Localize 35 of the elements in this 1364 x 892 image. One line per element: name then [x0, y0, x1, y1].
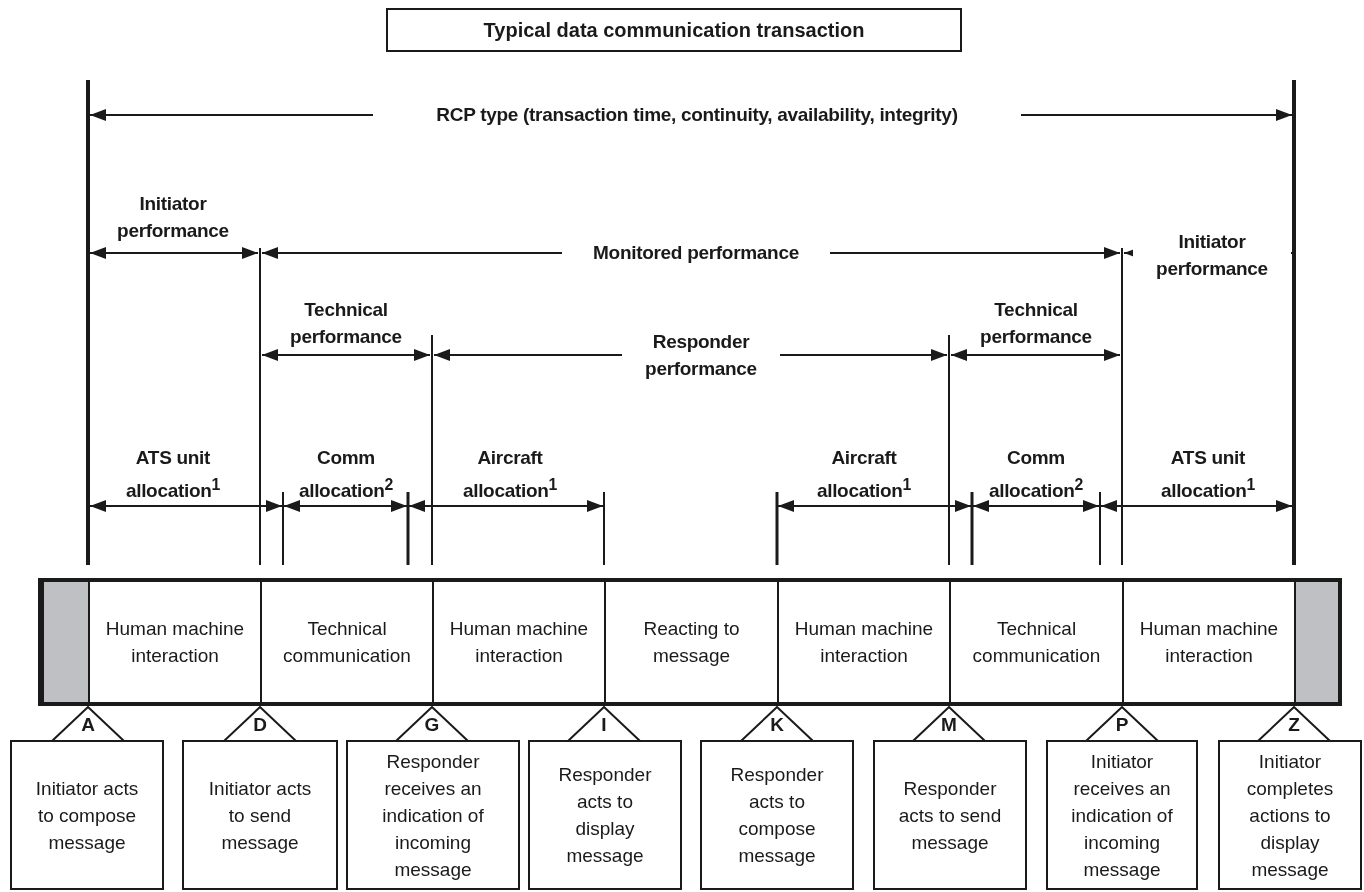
dimension-label: Aircraft allocation$^{1}$ — [815, 446, 913, 504]
phase-cell: Human machine interaction — [88, 582, 260, 702]
phase-cell: Technical communication — [260, 582, 432, 702]
event-box: Responder acts to send message — [873, 740, 1027, 890]
event-letter: D — [252, 714, 268, 736]
phase-cell: Reacting to message — [604, 582, 777, 702]
dimension-label: Technical performance — [979, 298, 1093, 349]
shaded-block — [1294, 582, 1338, 702]
event-letter: A — [80, 714, 96, 736]
dimension-label: Aircraft allocation$^{1}$ — [461, 446, 559, 504]
event-letter: I — [600, 714, 608, 736]
phase-cell: Human machine interaction — [777, 582, 949, 702]
dimension-label: Technical performance — [289, 298, 403, 349]
event-box: Initiator acts to compose message — [10, 740, 164, 890]
event-letter: K — [769, 714, 785, 736]
shaded-block — [42, 582, 88, 702]
title-box: Typical data communication transaction — [386, 8, 962, 52]
phase-cell: Human machine interaction — [432, 582, 604, 702]
event-letter: Z — [1287, 714, 1301, 736]
event-box: Initiator receives an indication of incoming message — [1046, 740, 1198, 890]
dimension-label: ATS unit allocation$^{1}$ — [124, 446, 222, 504]
dimension-label: Comm allocation$^{2}$ — [297, 446, 395, 504]
dimension-label: Comm allocation$^{2}$ — [987, 446, 1085, 504]
event-letter: G — [423, 714, 441, 736]
timeline-bar — [38, 578, 1342, 706]
phase-cell: Technical communication — [949, 582, 1122, 702]
event-box: Initiator completes actions to display message — [1218, 740, 1362, 890]
dimension-label: Initiator performance — [116, 192, 230, 243]
event-letter: M — [940, 714, 958, 736]
event-letter: P — [1114, 714, 1130, 736]
dimension-label: ATS unit allocation$^{1}$ — [1159, 446, 1257, 504]
event-box: Responder acts to display message — [528, 740, 682, 890]
event-box: Responder receives an indication of incoming message — [346, 740, 520, 890]
event-box: Initiator acts to send message — [182, 740, 338, 890]
event-box: Responder acts to compose message — [700, 740, 854, 890]
